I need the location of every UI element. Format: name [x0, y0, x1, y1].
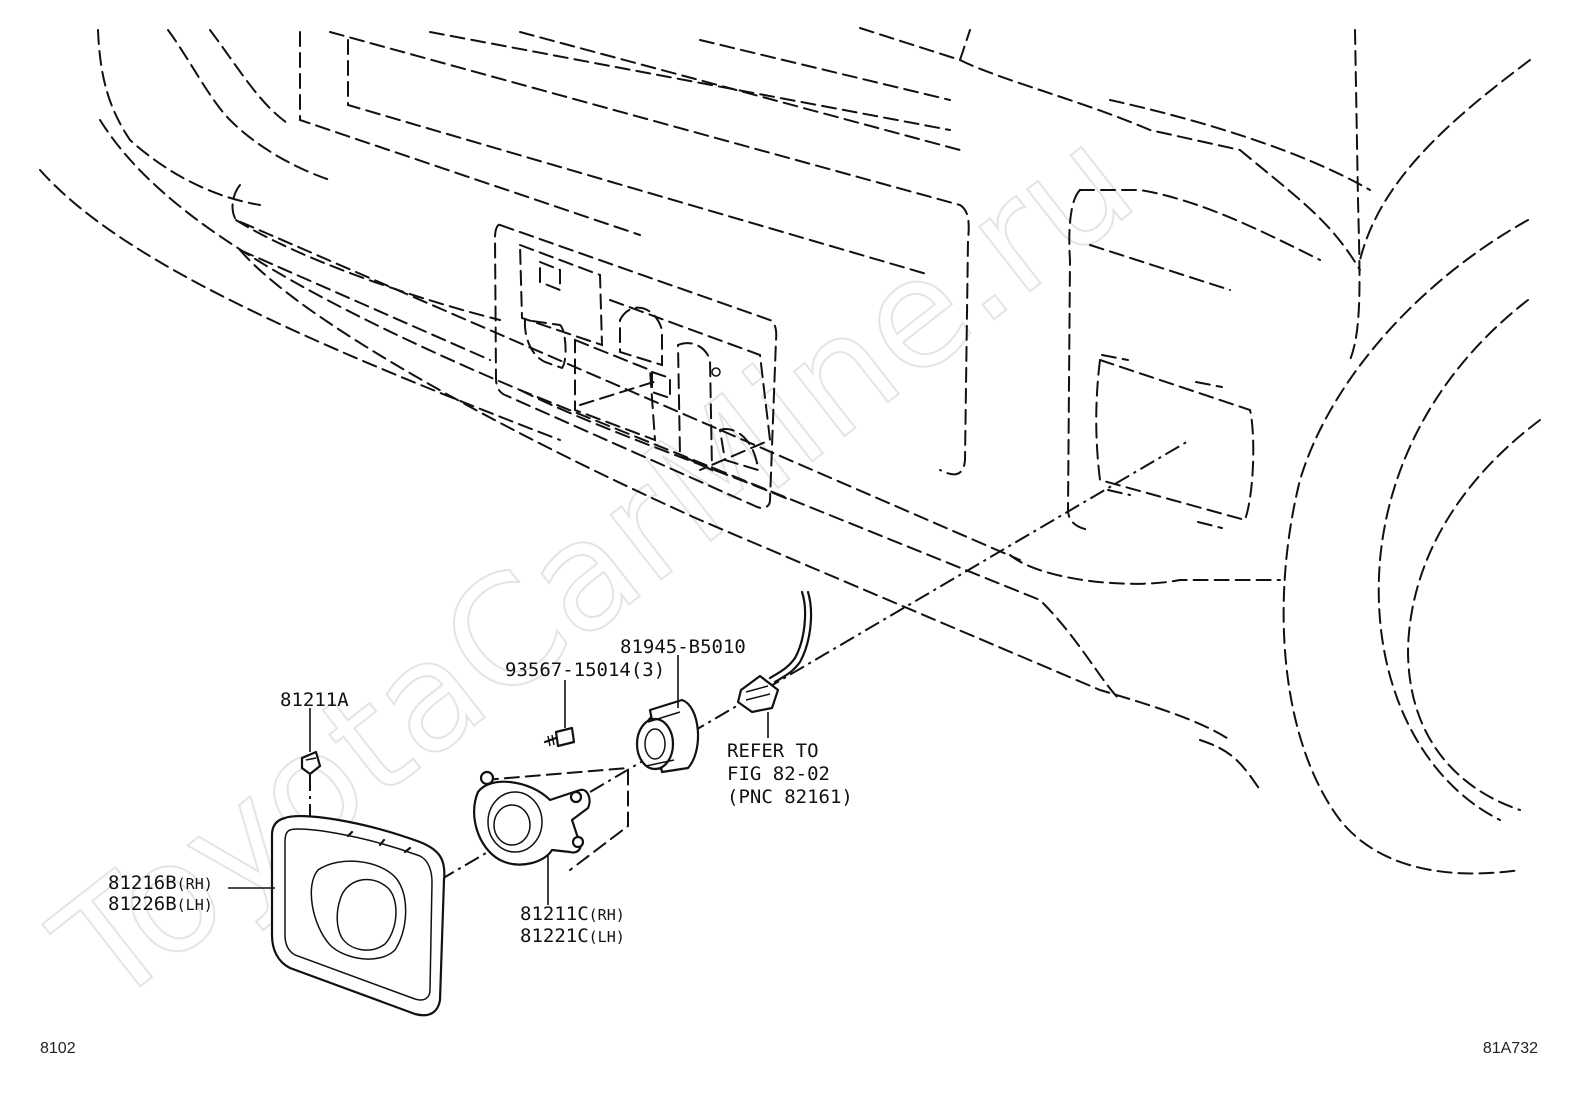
- leader-lines: [228, 655, 769, 905]
- label-93567-15014: 93567-15014(3): [505, 659, 665, 681]
- vehicle-body-outline: [39, 27, 1541, 875]
- part-number-81221c: 81221C: [520, 925, 589, 947]
- side-rh: (RH): [177, 875, 213, 893]
- side-lh: (LH): [589, 928, 625, 946]
- fog-lamp-assembly: [473, 766, 629, 871]
- figure-code-left: 8102: [40, 1040, 76, 1057]
- label-81945-b5010: 81945-B5010: [620, 636, 746, 658]
- reference-note-line2: FIG 82-02: [727, 763, 830, 785]
- label-81216b-rh: 81216B(RH): [108, 872, 213, 894]
- label-81211a: 81211A: [280, 689, 349, 711]
- figure-code-right: 81A732: [1483, 1040, 1538, 1057]
- fog-lamp-bulb: [635, 698, 700, 774]
- label-81221c-lh: 81221C(LH): [520, 925, 625, 947]
- reference-note-line1: REFER TO: [727, 740, 819, 762]
- label-81226b-lh: 81226B(LH): [108, 893, 213, 915]
- label-81211c-rh: 81211C(RH): [520, 903, 625, 925]
- fog-lamp-cover: [270, 815, 446, 1017]
- part-number-81211c: 81211C: [520, 903, 589, 925]
- side-lh: (LH): [177, 896, 213, 914]
- side-rh: (RH): [589, 906, 625, 924]
- part-number-81216b: 81216B: [108, 872, 177, 894]
- mounting-screw: [543, 726, 576, 748]
- reference-note-line3: (PNC 82161): [727, 786, 853, 808]
- wire-harness-connector: [736, 590, 813, 714]
- part-number-81226b: 81226B: [108, 893, 177, 915]
- retaining-clip: [300, 750, 322, 776]
